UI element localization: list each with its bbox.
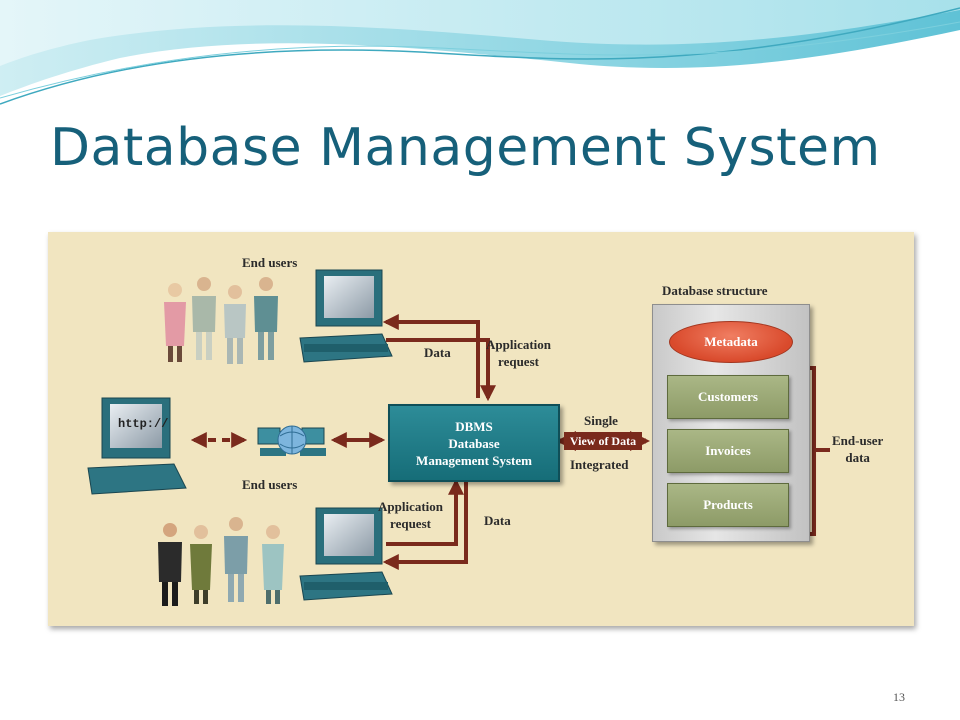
slide-title: Database Management System — [50, 118, 881, 178]
end-user-data-label: End-user data — [832, 433, 884, 465]
computer-icon — [299, 269, 393, 363]
person-icon — [192, 277, 216, 360]
end-users-bottom-group — [158, 517, 284, 606]
end-users-top-label: End users — [242, 255, 298, 270]
globe-network-icon — [257, 425, 326, 456]
person-icon — [158, 523, 182, 606]
integrated-label: Integrated — [570, 457, 629, 472]
end-users-middle-label: End users — [242, 477, 298, 492]
dbms-line-2: Database — [448, 435, 500, 451]
bottom-application-request-label: Application request — [378, 499, 444, 531]
invoices-table: Invoices — [667, 429, 789, 473]
diagram-graphics — [87, 269, 830, 606]
header-wave-banner — [0, 0, 960, 105]
person-icon — [254, 277, 278, 360]
bottom-data-label: Data — [484, 513, 511, 528]
slide-number: 13 — [893, 690, 905, 704]
dbms-diagram: End users Data Application request http:… — [48, 232, 914, 626]
dbms-line-3: Management System — [416, 452, 532, 468]
database-structure-box: Metadata Customers Invoices Products — [652, 304, 810, 542]
end-users-top-group — [164, 277, 278, 364]
person-icon — [224, 517, 248, 602]
top-data-label: Data — [424, 345, 451, 360]
person-icon — [262, 525, 284, 604]
person-icon — [164, 283, 186, 362]
computer-icon — [299, 507, 393, 601]
metadata-ellipse: Metadata — [669, 321, 793, 363]
person-icon — [224, 285, 246, 364]
view-of-data-label: View of Data — [564, 432, 642, 450]
customers-table: Customers — [667, 375, 789, 419]
dbms-line-1: DBMS — [455, 418, 493, 434]
single-label: Single — [584, 413, 618, 428]
top-application-request-label: Application request — [486, 337, 552, 369]
products-table: Products — [667, 483, 789, 527]
database-structure-label: Database structure — [662, 283, 768, 298]
browser-computer-icon — [87, 397, 187, 495]
person-icon — [190, 525, 212, 604]
url-text: http:// — [118, 417, 169, 431]
dbms-box: DBMS Database Management System — [388, 404, 560, 482]
